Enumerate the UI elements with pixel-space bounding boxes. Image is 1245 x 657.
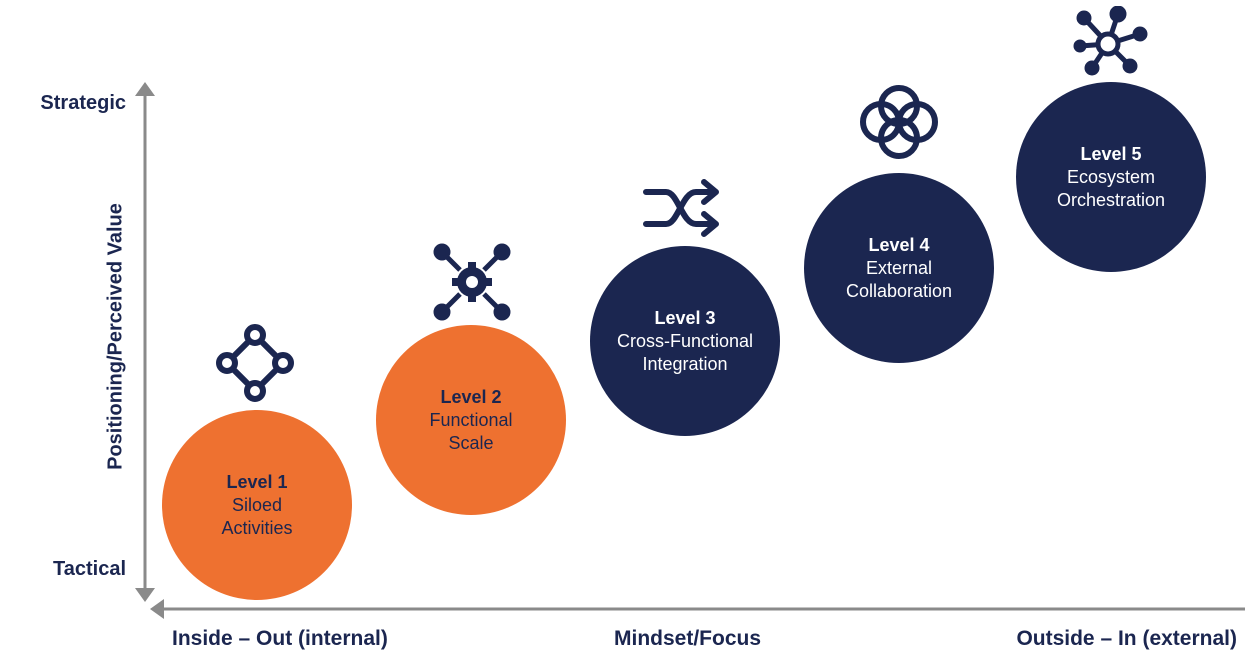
level-3-name-line-1: Cross-Functional	[616, 330, 754, 351]
x-axis-left-label: Inside – Out (internal)	[172, 627, 388, 650]
x-axis-center-label: Mindset/Focus	[614, 627, 762, 650]
y-axis-bottom-label: Tactical	[53, 558, 126, 580]
shuffle-arrows-icon	[643, 179, 719, 237]
level-1-name-line-2: Activities	[221, 517, 293, 538]
level-5-title: Level 5	[1080, 143, 1142, 164]
interlocking-rings-icon	[860, 85, 938, 159]
level-3-title: Level 3	[654, 307, 716, 328]
y-axis-arrow-top	[135, 82, 155, 96]
y-axis-arrow-bottom	[135, 588, 155, 602]
level-3-circle: Level 3 Cross-Functional Integration	[590, 246, 780, 436]
level-4-circle: Level 4 External Collaboration	[804, 173, 994, 363]
level-2-circle: Level 2 Functional Scale	[376, 325, 566, 515]
x-axis-arrow-left	[150, 599, 164, 619]
level-5-circle: Level 5 Ecosystem Orchestration	[1016, 82, 1206, 272]
diamond-nodes-icon	[216, 324, 294, 402]
level-1-circle: Level 1 Siloed Activities	[162, 410, 352, 600]
level-2-title: Level 2	[440, 386, 502, 407]
level-4-name-line-1: External	[865, 257, 933, 278]
level-2-name-line-1: Functional	[429, 409, 513, 430]
level-2-name-line-2: Scale	[448, 432, 494, 453]
level-5-name-line-2: Orchestration	[1056, 189, 1166, 210]
level-4-title: Level 4	[868, 234, 930, 255]
level-1-name-line-1: Siloed	[231, 494, 283, 515]
y-axis-title: Positioning/Perceived Value	[104, 203, 127, 470]
level-4-name-line-2: Collaboration	[845, 280, 953, 301]
x-axis-right-label: Outside – In (external)	[1016, 627, 1237, 650]
level-5-name-line-1: Ecosystem	[1066, 166, 1156, 187]
level-3-name-line-2: Integration	[642, 353, 728, 374]
hub-network-icon	[1073, 6, 1148, 76]
gear-network-icon	[433, 243, 511, 321]
level-1-title: Level 1	[226, 471, 288, 492]
y-axis-top-label: Strategic	[40, 92, 126, 114]
